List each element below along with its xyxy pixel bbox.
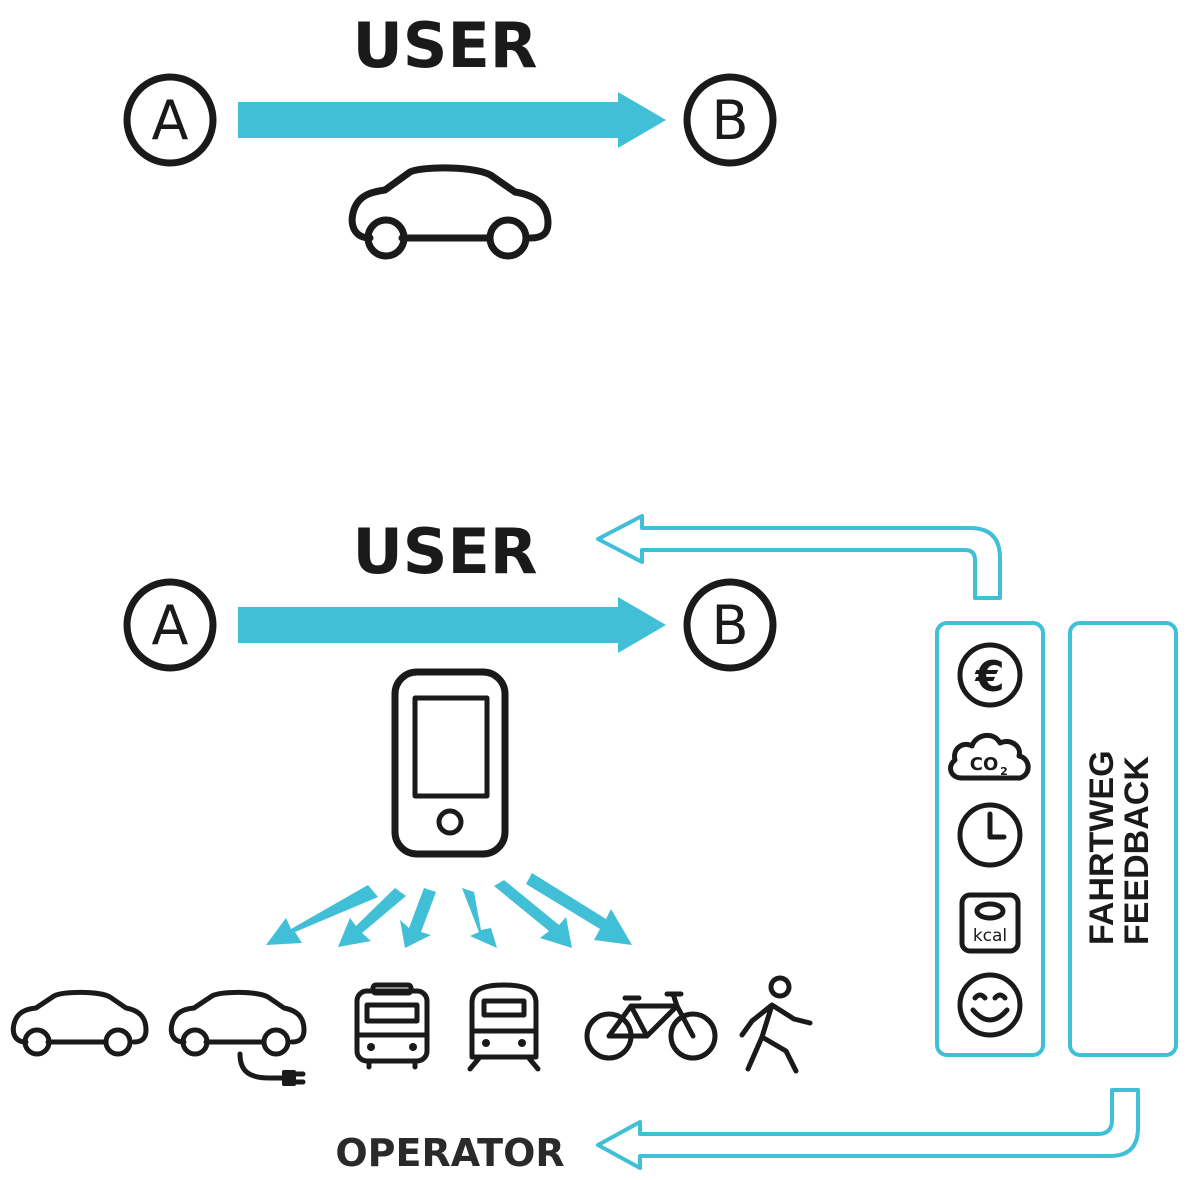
- bottom-node-b-circle: [683, 578, 777, 672]
- mode-bicycle-icon: [584, 991, 718, 1061]
- metrics-panel: € CO 2 kcal: [935, 621, 1045, 1057]
- top-node-b: B: [683, 73, 777, 167]
- top-user-flow: USER A B: [123, 9, 777, 260]
- top-node-a-circle: [123, 73, 217, 167]
- mode-car-icon: [10, 989, 149, 1057]
- fan-arrow-5: [494, 880, 572, 948]
- clock-icon: [957, 802, 1023, 868]
- bottom-node-a-label: A: [152, 594, 189, 657]
- top-node-b-label: B: [711, 89, 748, 152]
- bottom-node-a-circle: [123, 578, 217, 672]
- top-user-title: USER: [352, 9, 537, 82]
- bottom-node-b: B: [683, 578, 777, 672]
- metrics-panel-frame: [935, 621, 1045, 1057]
- euro-symbol: €: [974, 652, 1004, 701]
- fan-arrow-4: [462, 888, 497, 948]
- operator-label: OPERATOR: [335, 1131, 564, 1175]
- fan-arrow-6: [526, 873, 632, 945]
- bottom-user-flow: USER A B: [10, 514, 1140, 1175]
- co2-label: CO: [970, 754, 999, 775]
- fan-arrow-3: [400, 888, 436, 948]
- co2-cloud-icon: CO 2: [948, 733, 1031, 781]
- feedback-panel-frame: [1068, 621, 1178, 1057]
- kcal-icon: kcal: [959, 892, 1021, 954]
- bottom-node-a: A: [123, 578, 217, 672]
- kcal-label: kcal: [973, 926, 1007, 946]
- fan-arrow-2: [338, 888, 406, 947]
- bottom-route-arrow: [238, 597, 666, 653]
- top-route-arrow: [238, 92, 666, 148]
- top-node-a: A: [123, 73, 217, 167]
- user-return-arrow: [596, 514, 1002, 600]
- euro-cost-icon: €: [957, 642, 1023, 708]
- bottom-user-title: USER: [352, 515, 537, 588]
- bottom-node-b-label: B: [711, 594, 748, 657]
- top-node-b-circle: [683, 73, 777, 167]
- top-node-a-label: A: [152, 89, 189, 152]
- fan-arrow-1: [266, 885, 378, 945]
- operator-return-arrow: [596, 1088, 1140, 1170]
- feedback-line-1: FAHRTWEG: [1083, 750, 1121, 945]
- mode-fan-arrows: [266, 873, 632, 948]
- car-icon: [348, 164, 552, 260]
- mode-pedestrian-icon: [739, 975, 813, 1074]
- smartphone-icon: [391, 668, 509, 858]
- mode-electric-car-icon: [168, 989, 307, 1086]
- feedback-line-2: FEEDBACK: [1118, 756, 1156, 945]
- mode-train-icon: [467, 982, 541, 1072]
- smiley-icon: [957, 972, 1023, 1038]
- feedback-panel: FAHRTWEG FEEDBACK: [1068, 621, 1178, 1057]
- mode-bus-icon: [354, 982, 430, 1070]
- co2-subscript: 2: [1000, 765, 1008, 778]
